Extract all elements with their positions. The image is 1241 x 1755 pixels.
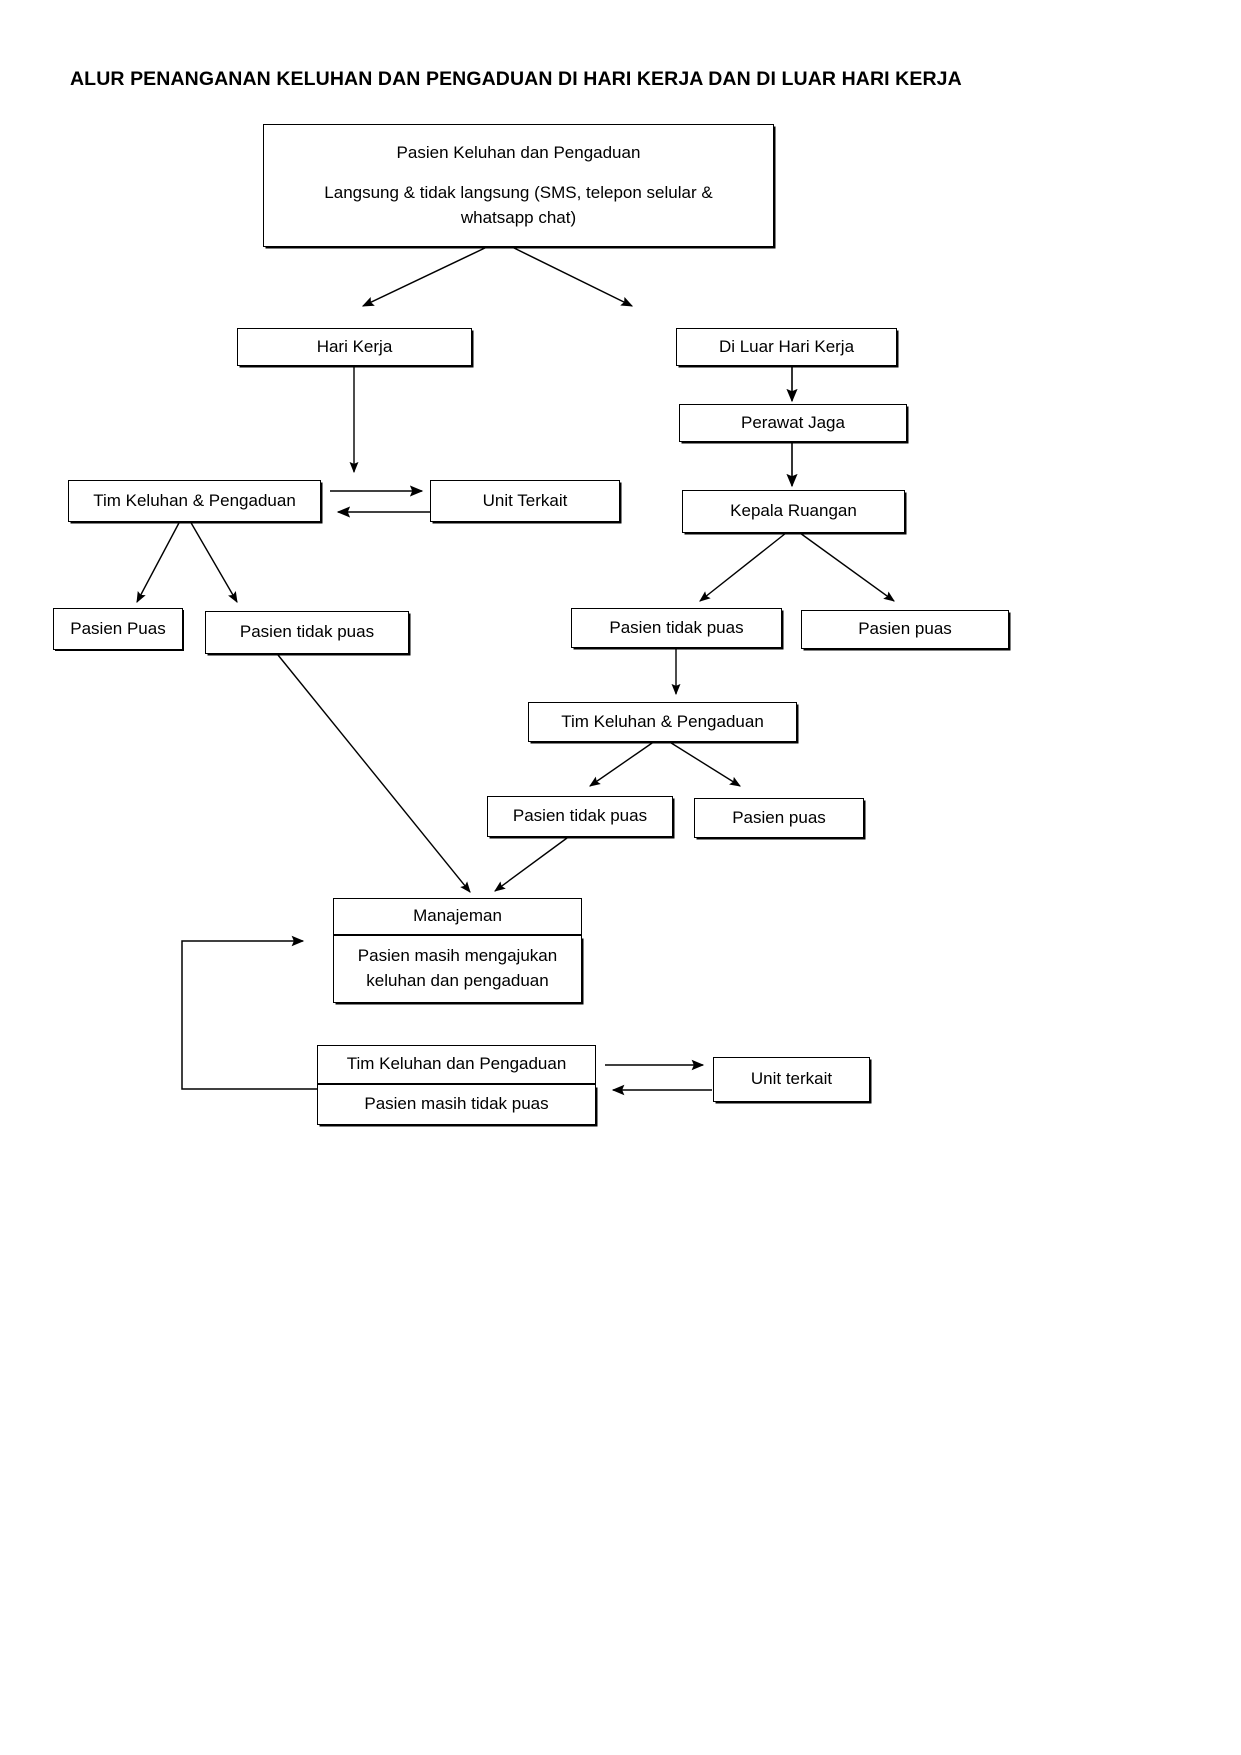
manajemen-body-line1: Pasien masih mengajukan — [357, 946, 558, 966]
node-tim-keluhan-left: Tim Keluhan & Pengaduan — [68, 480, 321, 522]
node-unit-terkait-bottom: Unit terkait — [713, 1057, 870, 1102]
node-kepala-ruangan: Kepala Ruangan — [682, 490, 905, 533]
node-di-luar-hari-kerja: Di Luar Hari Kerja — [676, 328, 897, 366]
node-pasien-puas-left: Pasien Puas — [53, 608, 183, 650]
node-source-line3: whatsapp chat) — [460, 207, 577, 227]
node-pasien-tidak-puas-middle: Pasien tidak puas — [487, 796, 673, 837]
node-pasien-masih-tidak-puas: Pasien masih tidak puas — [317, 1085, 596, 1125]
node-source-line2: Langsung & tidak langsung (SMS, telepon … — [324, 183, 713, 203]
node-source-line1: Pasien Keluhan dan Pengaduan — [396, 142, 641, 162]
node-tim-keluhan-bottom: Tim Keluhan dan Pengaduan Pasien masih t… — [317, 1045, 596, 1125]
node-tim-keluhan-bottom-header: Tim Keluhan dan Pengaduan — [317, 1045, 596, 1085]
node-perawat-jaga: Perawat Jaga — [679, 404, 907, 442]
node-pasien-tidak-puas-right: Pasien tidak puas — [571, 608, 782, 648]
node-tim-keluhan-middle: Tim Keluhan & Pengaduan — [528, 702, 797, 742]
node-pasien-puas-middle: Pasien puas — [694, 798, 864, 838]
node-hari-kerja: Hari Kerja — [237, 328, 472, 366]
manajemen-body-line2: keluhan dan pengaduan — [366, 971, 549, 990]
node-pasien-tidak-puas-left: Pasien tidak puas — [205, 611, 409, 654]
node-manajemen-body: Pasien masih mengajukan keluhan dan peng… — [333, 936, 582, 1003]
node-pasien-puas-right: Pasien puas — [801, 610, 1009, 649]
node-unit-terkait: Unit Terkait — [430, 480, 620, 522]
node-manajemen: Manajeman Pasien masih mengajukan keluha… — [333, 898, 582, 1003]
page-title: ALUR PENANGANAN KELUHAN DAN PENGADUAN DI… — [70, 68, 962, 90]
node-manajemen-header: Manajeman — [333, 898, 582, 936]
node-source: Pasien Keluhan dan Pengaduan Langsung & … — [263, 124, 774, 247]
